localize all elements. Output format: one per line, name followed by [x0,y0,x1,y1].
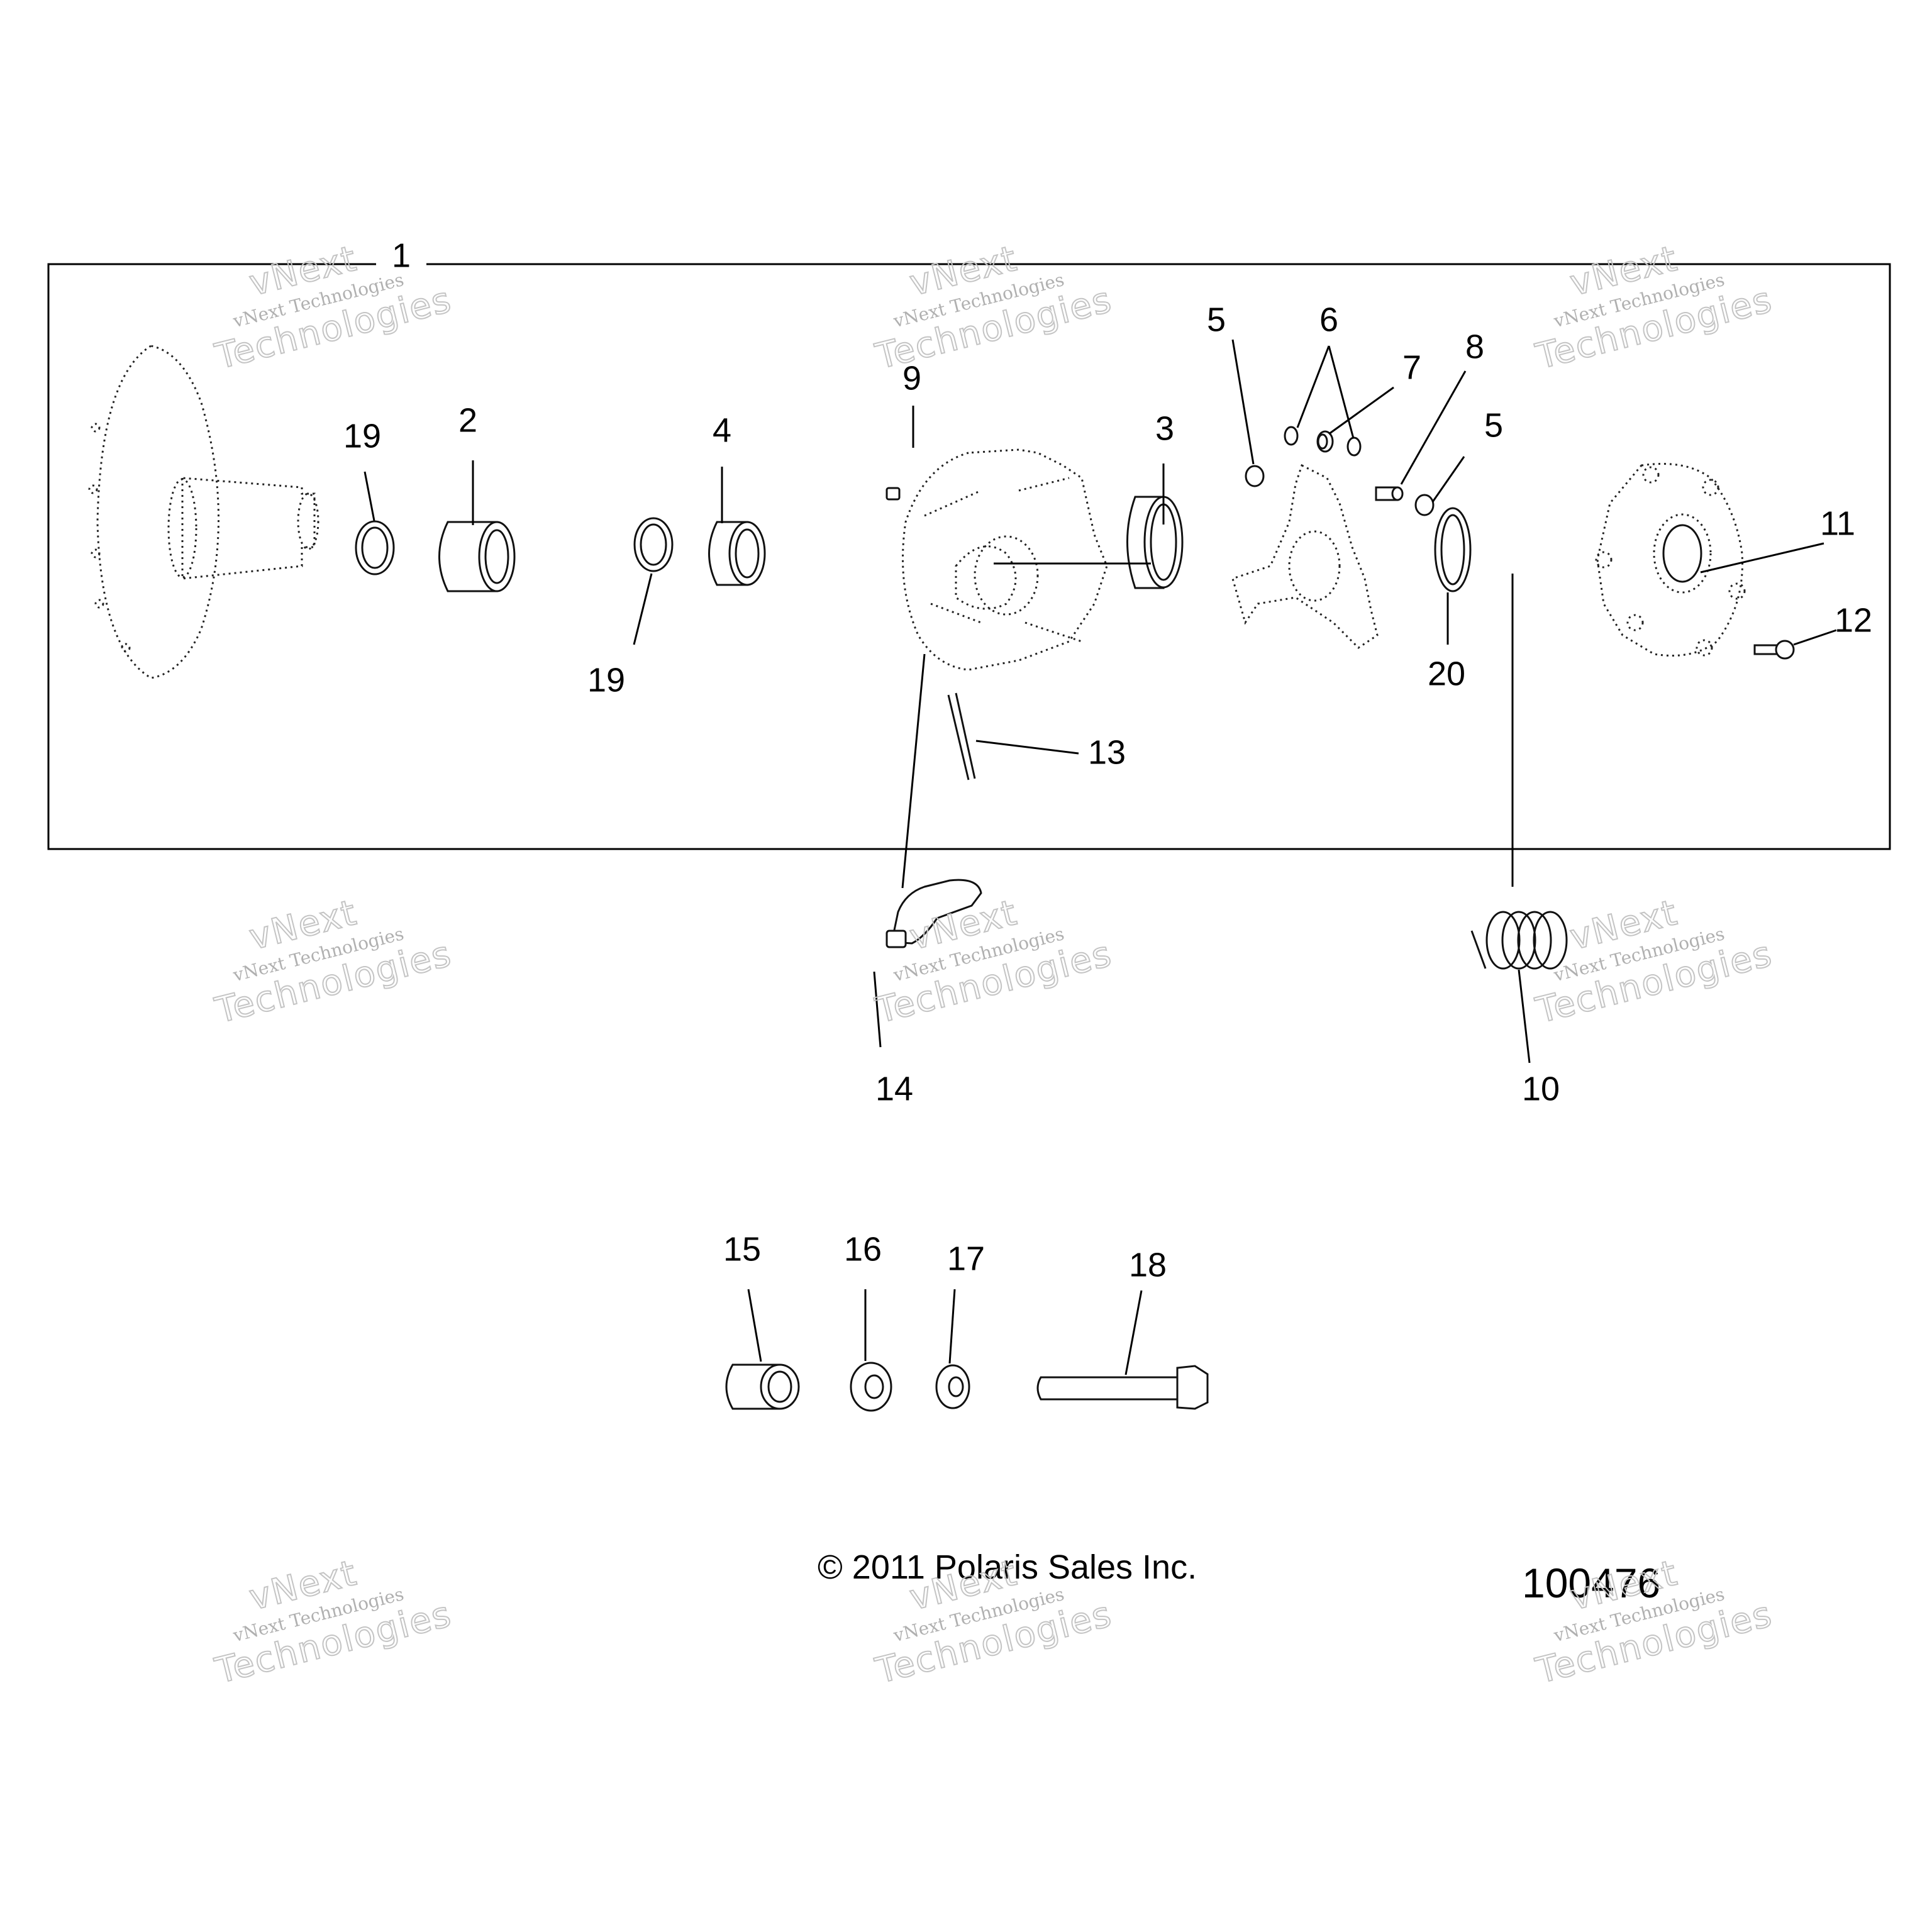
cover-11-part [1595,463,1746,657]
ring-20-part [1434,507,1472,592]
callout-20: 20 [1428,655,1465,692]
ring-19-upper-part [355,520,395,575]
callout-labels: 1 19 2 4 19 9 3 5 6 7 8 5 11 12 20 13 14… [343,236,1872,1284]
stationary-sheave-part [88,345,319,679]
pin-8-part [1375,486,1404,501]
callout-1: 1 [392,236,411,274]
callout-15: 15 [723,1230,761,1268]
washer-16-part [850,1362,892,1412]
copyright-text: © 2011 Polaris Sales Inc. [818,1548,1197,1586]
callout-11: 11 [1820,504,1855,542]
callout-10: 10 [1522,1070,1560,1108]
callout-9: 9 [902,359,921,397]
callout-5-upper: 5 [1207,301,1226,338]
movable-sheave-part [902,448,1108,671]
spring-10-part [1470,911,1568,970]
bushing-2-part [438,521,516,592]
bushing-15-part [725,1363,800,1410]
ring-19-lower-part [633,517,674,572]
leader-lines [364,339,1837,1375]
bolt-12-part [1753,640,1795,660]
callout-17: 17 [947,1240,985,1277]
callout-8: 8 [1465,328,1484,365]
bushing-3-part [1126,496,1184,589]
callout-2: 2 [458,401,477,439]
bushing-4-part [708,521,766,586]
callout-14: 14 [875,1070,913,1108]
callout-6: 6 [1319,301,1338,338]
pin-13-part [947,692,976,780]
callout-4: 4 [713,411,731,449]
roller-7-part [1316,430,1334,453]
callout-5-lower: 5 [1484,406,1503,444]
set-screw-9-part [886,487,901,501]
callout-13: 13 [1088,733,1126,771]
callout-19-upper: 19 [343,417,381,455]
spider-part [1231,464,1435,649]
roller-6a-part [1284,426,1299,446]
callout-18: 18 [1129,1246,1167,1284]
callout-3: 3 [1155,409,1174,447]
weight-14-part [886,879,982,948]
bolt-18-part [1036,1365,1209,1410]
assembly-box [47,263,1891,850]
callout-7: 7 [1402,348,1421,386]
callout-16: 16 [844,1230,882,1268]
washer-17-part [935,1364,970,1409]
diagram-number: 100476 [1522,1560,1660,1606]
callout-12: 12 [1835,601,1872,639]
callout-19-lower: 19 [587,661,625,699]
roller-6b-part [1346,436,1362,457]
